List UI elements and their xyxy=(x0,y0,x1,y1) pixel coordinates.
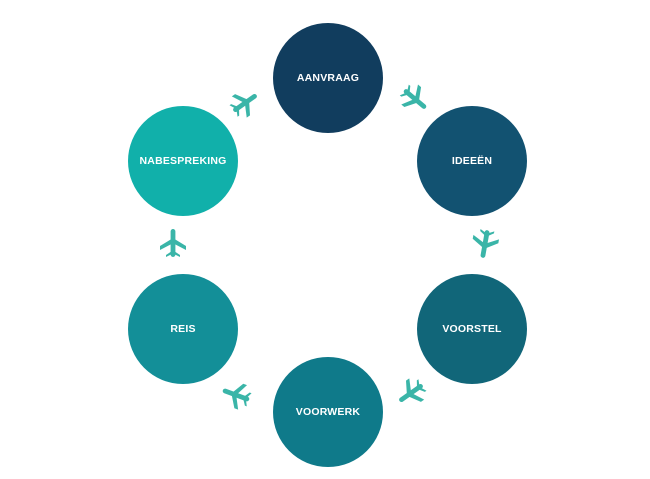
step-nabespreking: NABESPREKING xyxy=(128,106,238,216)
airplane-icon xyxy=(225,83,265,123)
step-voorstel: VOORSTEL xyxy=(417,274,527,384)
airplane-icon xyxy=(465,224,505,264)
airplane-icon xyxy=(153,223,193,263)
step-reis: REIS xyxy=(128,274,238,384)
airplane-icon xyxy=(391,373,431,413)
step-aanvraag: AANVRAAG xyxy=(273,23,383,133)
airplane-icon xyxy=(395,79,435,119)
step-voorwerk: VOORWERK xyxy=(273,357,383,467)
step-ideeen: IDEEËN xyxy=(417,106,527,216)
airplane-icon xyxy=(216,375,256,415)
